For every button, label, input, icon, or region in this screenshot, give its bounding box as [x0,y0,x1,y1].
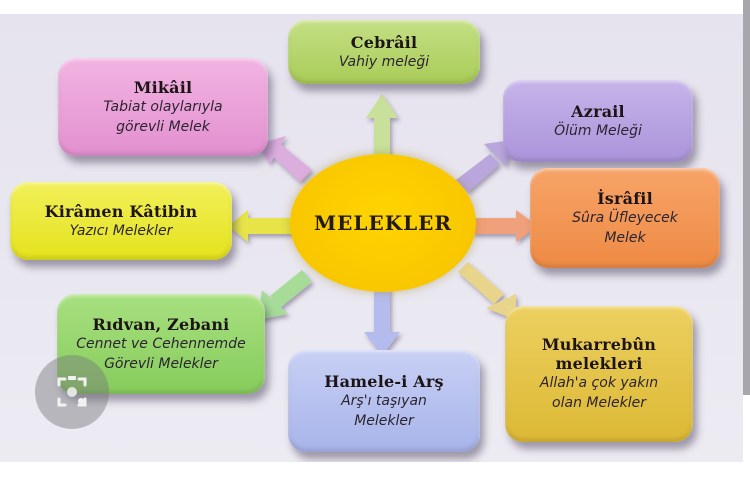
arrow-kiramen-icon [228,210,294,242]
node-desc: Vahiy meleği [338,53,430,70]
node-title: Rıdvan, Zebani [92,314,230,334]
node-azrail: Azrail Ölüm Meleği [503,80,693,162]
node-desc: Allah'a çok yakın [539,375,659,391]
node-desc: olan Melekler [552,395,646,411]
node-mukarrebun: Mukarrebûn melekleri Allah'a çok yakın o… [505,306,693,442]
node-title: Mikâil [133,77,193,97]
node-kiramen-katibin: Kirâmen Kâtibin Yazıcı Melekler [10,182,232,260]
visual-search-icon [57,376,87,407]
node-desc: Sûra Üfleyecek [572,209,678,226]
arrow-hamele-icon [364,286,400,356]
node-desc: Yazıcı Melekler [69,222,173,239]
node-title: Cebrâil [350,32,418,52]
node-mikail: Mikâil Tabiat olaylarıyla görevli Melek [58,58,268,156]
center-title: MELEKLER [314,211,452,235]
node-title: Kirâmen Kâtibin [44,201,198,221]
arrow-cebrail-icon [366,94,398,164]
node-desc: Melek [604,229,646,246]
node-desc: Cennet ve Cehennemde [76,335,246,352]
center-node-melekler: MELEKLER [290,154,476,292]
node-desc: Ölüm Meleği [554,122,642,139]
node-desc: Tabiat olaylarıyla [103,98,223,115]
visual-search-button[interactable] [35,355,109,429]
node-desc: Arş'ı taşıyan [341,392,427,409]
arrow-israfil-icon [472,210,538,242]
node-title: melekleri [555,354,643,373]
node-title: Mukarrebûn [541,335,657,354]
arrow-mukarrebun-icon [458,262,516,320]
node-title: Azrail [571,101,625,121]
node-desc: Görevli Melekler [104,355,218,372]
node-desc: Melekler [354,412,414,429]
diagram-canvas: MELEKLER Cebrâil Vahiy meleği Mikâil Tab… [0,14,743,462]
connector-arrows [228,94,538,356]
node-title: İsrâfil [597,188,653,208]
node-cebrail: Cebrâil Vahiy meleği [288,20,480,84]
node-israfil: İsrâfil Sûra Üfleyecek Melek [530,168,720,268]
side-scroll-strip [743,0,750,395]
node-desc: görevli Melek [116,118,210,135]
node-title: Hamele-i Arş [324,371,444,391]
node-hamele-i-ars: Hamele-i Arş Arş'ı taşıyan Melekler [288,350,480,452]
node-ridvan-zebani: Rıdvan, Zebani Cennet ve Cehennemde Göre… [57,294,265,394]
arrow-ridvan-icon [258,270,312,320]
